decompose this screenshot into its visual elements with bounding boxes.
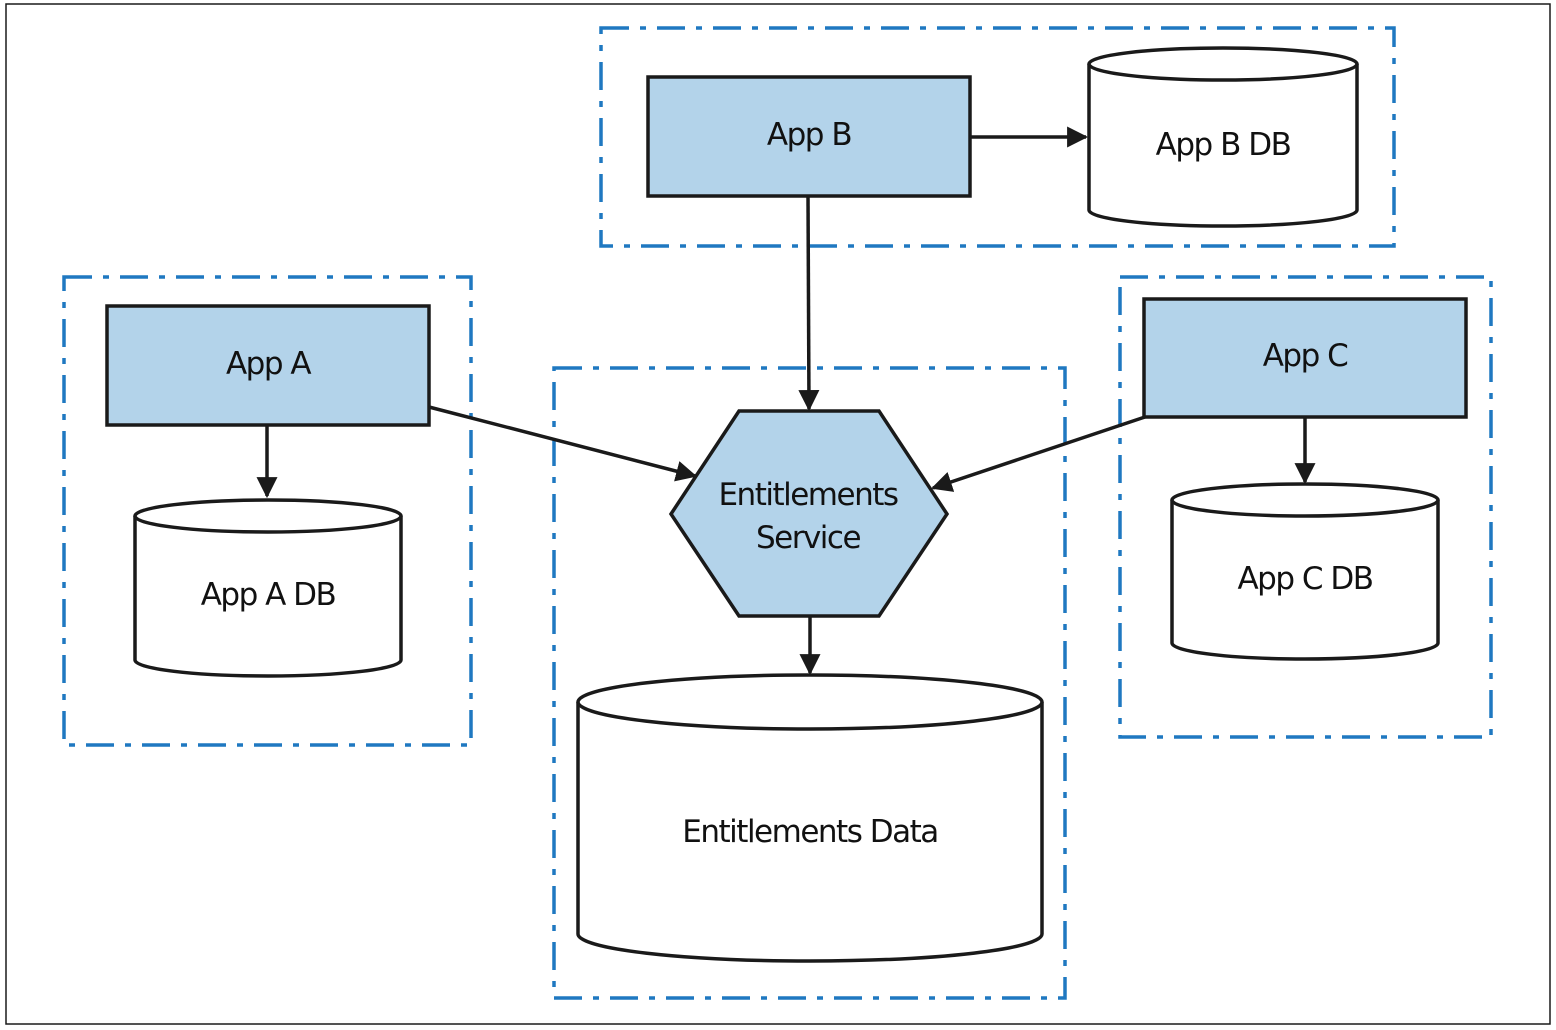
app-c-label: App C [1263, 338, 1348, 374]
edges [256, 126, 1316, 676]
edge-app-a-to-entitlements-service [428, 405, 698, 482]
app-c-db-label: App C DB [1237, 561, 1372, 597]
boundary-app-b [599, 26, 1396, 248]
entitlements-service-label-line1: Entitlements [718, 477, 897, 513]
entitlements-data-node[interactable]: Entitlements Data [576, 673, 1044, 963]
app-a-node[interactable]: App A [105, 304, 431, 427]
entitlements-service-label-line2: Service [756, 520, 860, 556]
app-b-db-node[interactable]: App B DB [1087, 46, 1359, 228]
app-a-db-node[interactable]: App A DB [133, 498, 403, 678]
app-b-node[interactable]: App B [646, 75, 972, 198]
figure-frame [5, 3, 1551, 1025]
app-a-label: App A [226, 346, 311, 382]
entitlements-service-node[interactable]: Entitlements Service [668, 409, 950, 618]
boundary-app-c [1118, 275, 1493, 739]
app-a-db-label: App A DB [201, 577, 336, 613]
boundary-entitlements [552, 366, 1067, 1000]
edge-app-c-to-entitlements-service [931, 415, 1146, 492]
app-c-db-node[interactable]: App C DB [1170, 482, 1440, 661]
entitlements-data-label: Entitlements Data [682, 814, 937, 850]
edge-app-b-to-entitlements-service [798, 195, 820, 412]
app-b-db-label: App B DB [1156, 127, 1291, 163]
boundary-app-a [62, 275, 473, 747]
app-b-label: App B [767, 117, 851, 153]
app-c-node[interactable]: App C [1142, 297, 1468, 419]
